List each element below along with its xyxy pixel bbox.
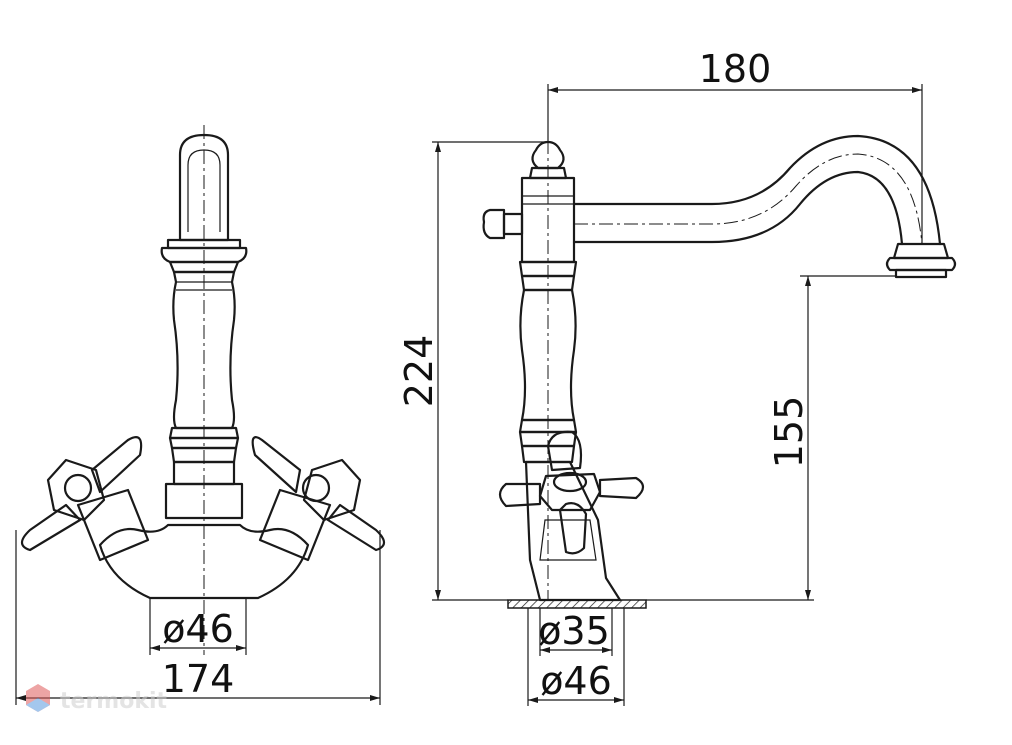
front-left-valve-body [76,488,150,562]
side-inner-base-diameter-label: ø35 [538,609,610,653]
side-aerator-tip [894,268,948,279]
side-outer-base-diameter-label: ø46 [540,659,612,703]
side-cross-handle [498,430,645,555]
side-spout [572,134,957,279]
watermark-logo-icon [26,684,50,712]
front-left-cross-handle [20,436,143,552]
front-hex-nut [164,482,244,520]
front-overall-width-label: 174 [162,657,235,701]
side-base-flange [507,599,647,609]
side-knob-stem [502,212,524,236]
front-right-cross-handle [251,436,386,552]
side-valve-face [539,519,597,561]
side-knob [482,208,506,240]
front-lever [178,133,230,242]
side-valve-block [524,460,622,602]
side-total-height-label: 224 [397,335,441,408]
watermark-text: termokit [60,689,167,714]
side-aerator-ring [885,256,957,272]
front-base-diameter-label: ø46 [162,607,234,651]
front-view: ø46 174 [15,125,386,705]
front-right-valve-body [258,488,332,562]
side-reach-label: 180 [699,47,772,91]
side-aerator-top [892,242,950,260]
side-ring-5 [520,444,576,464]
side-view: 180 224 155 ø35 ø46 [397,47,957,706]
front-lever-inner [187,149,221,232]
front-base [98,523,310,600]
side-spout-height-label: 155 [767,396,811,469]
watermark: termokit [26,684,167,714]
